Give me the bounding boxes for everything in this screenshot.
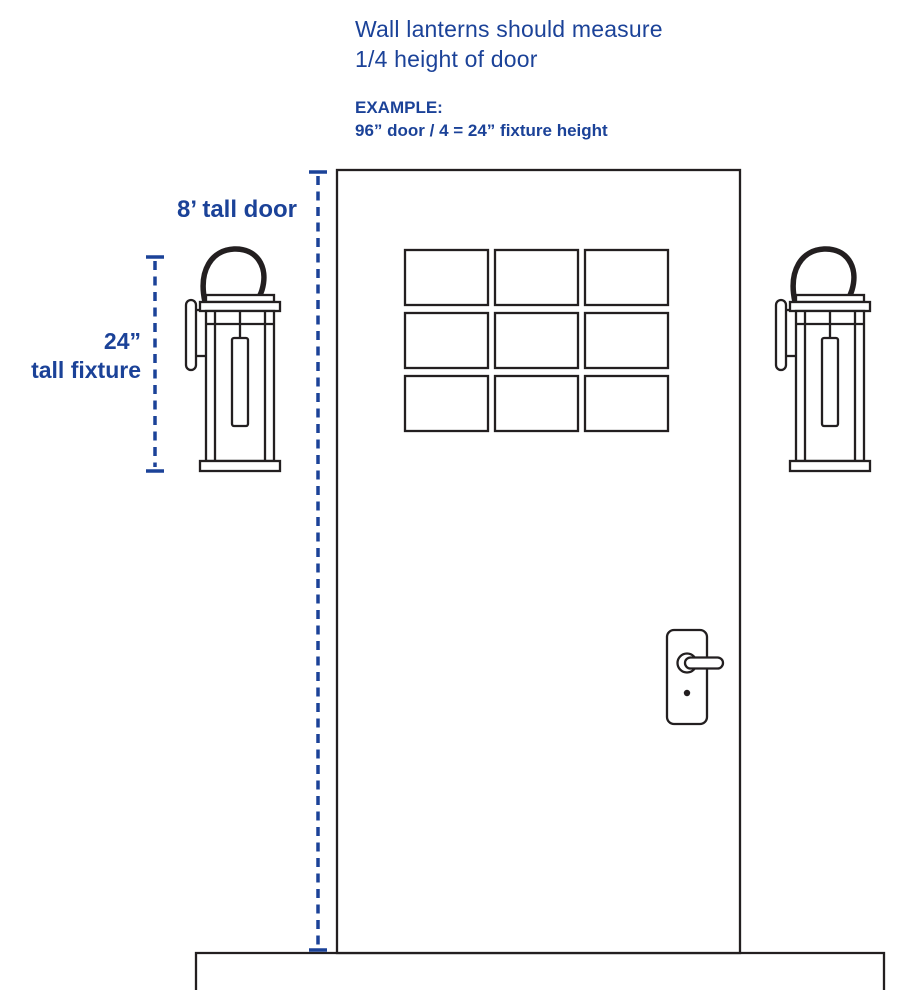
door-height-measure-line <box>309 170 327 952</box>
example-heading: EXAMPLE: <box>355 98 443 117</box>
door-window-grid <box>403 248 670 433</box>
example-calculation: 96” door / 4 = 24” fixture height <box>355 121 608 140</box>
diagram-title-line-1: Wall lanterns should measure <box>355 16 663 42</box>
diagram-title-line-2: 1/4 height of door <box>355 46 538 72</box>
fixture-height-label: 24” tall fixture <box>0 327 141 385</box>
door-outline <box>335 168 742 955</box>
fixture-height-measure-line <box>146 255 164 473</box>
fixture-height-label-line-1: 24” <box>103 328 141 354</box>
diagram-title: Wall lanterns should measure 1/4 height … <box>355 14 663 74</box>
door-handle <box>665 628 725 726</box>
left-wall-lantern-icon <box>186 249 280 471</box>
door-height-label: 8’ tall door <box>176 196 297 223</box>
fixture-height-label-line-2: tall fixture <box>31 357 141 383</box>
example-block: EXAMPLE: 96” door / 4 = 24” fixture heig… <box>355 96 608 142</box>
floor-step-line <box>194 951 886 990</box>
right-wall-lantern-icon <box>776 249 870 471</box>
